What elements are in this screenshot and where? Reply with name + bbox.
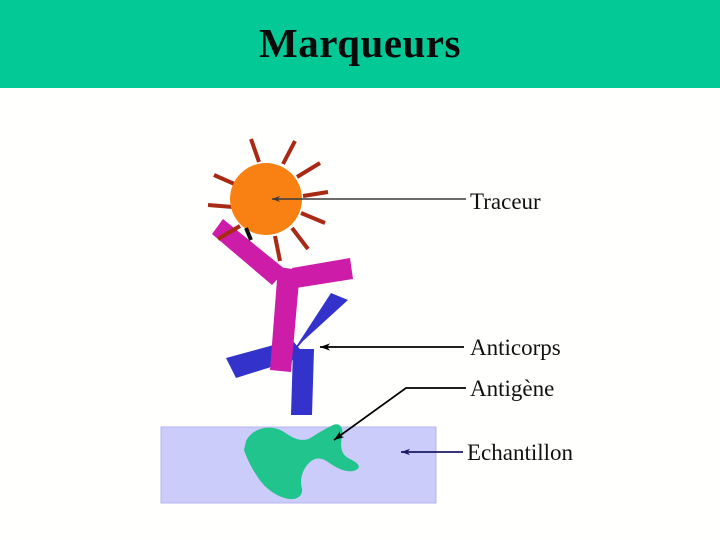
page-title: Marqueurs xyxy=(259,19,461,66)
tracer-tick xyxy=(244,227,253,241)
title-banner: Marqueurs xyxy=(0,0,720,88)
antigen-blob xyxy=(244,424,359,500)
label-traceur: Traceur xyxy=(470,189,541,214)
tracer-ray xyxy=(302,190,329,198)
label-antigene: Antigène xyxy=(470,376,555,401)
tracer-ray xyxy=(290,226,310,251)
arrow-antigene xyxy=(333,387,466,441)
tracer-rays xyxy=(207,138,329,262)
tracer-ray xyxy=(295,161,322,179)
tracer-ray xyxy=(249,138,261,163)
label-anticorps: Anticorps xyxy=(470,335,561,360)
antibody-magenta xyxy=(212,219,353,372)
tracer-ray xyxy=(207,203,234,209)
label-echantillon: Echantillon xyxy=(467,440,574,465)
tracer-circle xyxy=(230,163,302,235)
tracer-ray xyxy=(300,211,326,225)
tracer-ray xyxy=(281,140,297,165)
tracer-ray xyxy=(273,235,282,262)
tracer-ray xyxy=(216,224,242,241)
